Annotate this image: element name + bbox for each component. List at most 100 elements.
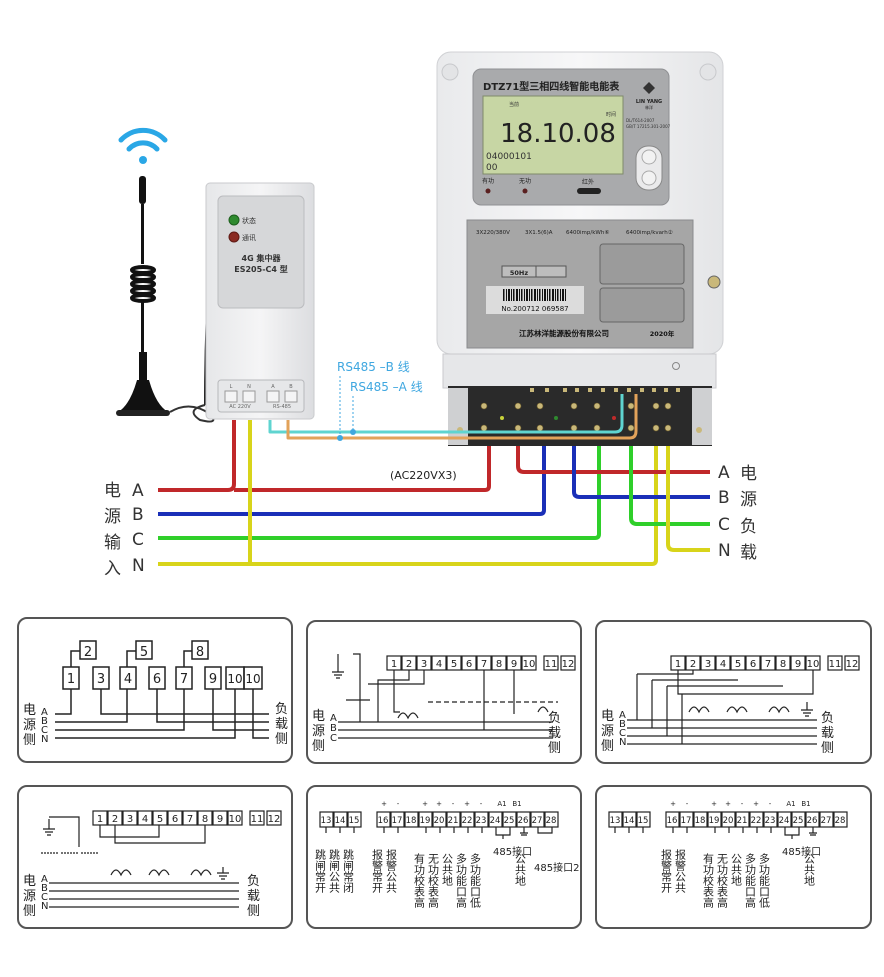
diagrams-4-terminals-7-text: 20	[434, 816, 445, 826]
load-side-phases-2-text: C	[718, 515, 730, 535]
diagrams-1-right-label-1-text: 载	[548, 726, 561, 741]
serial-number: No.200712 069587	[501, 305, 568, 313]
load-side-phases-0-text: A	[718, 463, 730, 483]
load-wire-b	[572, 446, 710, 499]
diagrams-1-right-label-2-text: 侧	[548, 741, 561, 756]
diagrams-5-descriptions-5-text-text: 多功能口高	[744, 852, 757, 909]
diagrams-3-terminals-9-text: 10	[229, 814, 242, 825]
terminal-B-label: B	[289, 384, 293, 390]
lcd-value: 18.10.08	[500, 119, 616, 149]
diagrams-4-terminals-0-text: 13	[321, 816, 332, 826]
load-side-label-chars-2-text: 负	[740, 517, 757, 537]
diagrams-4-terminals-6-text: 19	[420, 816, 431, 826]
diagrams-1-phases-1-text: B	[330, 723, 337, 734]
diagrams-2-left-label-0-text: 电	[601, 709, 614, 724]
diagrams-4-terminals-13-text: 26	[518, 816, 529, 826]
load-side-label-chars-1-text: 源	[740, 490, 757, 510]
diagrams-4-descriptions-12-text-text: 485接口2	[534, 861, 579, 874]
diagrams-3-terminals-1-text: 2	[112, 814, 118, 825]
lcd-right-label: 时间	[606, 111, 616, 118]
diagrams-2-right-label-0-text: 负	[821, 711, 834, 726]
diagrams-5-descriptions-6-text-text: 多功能口低	[758, 852, 771, 909]
diagrams-0-terminals-6-text: 7	[180, 672, 188, 687]
standard-1: DL/T614-2007	[626, 118, 655, 123]
diagrams-3-right-label-1-text: 载	[247, 889, 260, 904]
diagrams-4-signs-4-text: -	[452, 800, 455, 808]
diagrams-5-descriptions-0-text-text: 报警常开	[660, 848, 673, 894]
year: 2020年	[650, 329, 675, 338]
spec-const-active: 6400imp/kWh⑥	[566, 230, 609, 236]
diagrams-3-right-label-0-text: 负	[247, 874, 260, 889]
diagrams-1-left-label-2-text: 侧	[312, 739, 325, 754]
diagrams-0-phases-3-text: N	[41, 734, 48, 745]
load-side-label-chars-3-text: 载	[740, 543, 757, 563]
diagrams-3-terminals-3-text: 4	[142, 814, 148, 825]
diagrams-5-signs-6-text: -	[769, 800, 772, 808]
diagrams-1-phases-0-text: A	[330, 713, 337, 724]
spec-voltage: 3X220/380V	[476, 230, 510, 236]
diagrams-5-terminals-3-text: 16	[667, 816, 678, 826]
diagrams-2-phases-3-text: N	[619, 737, 626, 748]
standard-2: GB/T 17215.301-2007	[626, 124, 671, 129]
diagrams-0-phases-2-text: C	[41, 725, 48, 736]
diagrams-4-descriptions-6-text-text: 无功校表高	[427, 853, 440, 909]
diagrams-0-left-label-2-text: 侧	[23, 733, 36, 748]
diagrams-2-terminals-5-text: 6	[750, 659, 756, 670]
diagrams-5-terminals-4-text: 17	[681, 816, 692, 826]
diagrams-3-phases-0-text: A	[41, 874, 48, 885]
diagrams-4-terminals-10-text: 23	[476, 816, 487, 826]
diagrams-1-terminals-4-text: 5	[451, 659, 457, 670]
diagrams-5-terminals-1-text: 14	[624, 816, 635, 826]
diagrams-1-terminals-3-text: 4	[436, 659, 442, 670]
diagrams-4-terminals-4-text: 17	[392, 816, 403, 826]
diagram-three-phase-four-wire-ct: 1 2 3 4 5 6 7 8 9 10 11 12 电 源 侧 A B C N…	[595, 620, 872, 764]
diagrams-3-left-label-2-text: 侧	[23, 904, 36, 919]
diagrams-5-terminals-12-text: 25	[793, 816, 804, 826]
diagrams-5-descriptions-4-text-text: 公共地	[730, 853, 743, 886]
diagrams-4-signs-2-text: +	[422, 800, 428, 808]
diagrams-0-terminals-9-text: 10	[227, 672, 242, 686]
diagrams-1-terminals-8-text: 9	[511, 659, 517, 670]
diagrams-4-signs-3-text: +	[436, 800, 442, 808]
terminal-numbers: 1 2 3 4 5 6 7 8 9 10 11 12	[391, 659, 575, 670]
diagrams-3-terminals-2-text: 3	[127, 814, 133, 825]
concentrator-device: 状态 通讯 4G 集中器 ES205-C4 型 L N A B AC 220V …	[205, 182, 315, 420]
comm-label: 通讯	[242, 233, 256, 242]
reactive-led-icon	[522, 188, 528, 194]
rs485-label: RS-485	[273, 404, 291, 410]
diagrams-2-terminals-2-text: 3	[705, 659, 711, 670]
diagrams-4-descriptions-11-text-text: 公共地	[514, 853, 527, 886]
diagrams-5-signs-0-text: +	[670, 800, 676, 808]
diagrams-1-terminals-6-text: 7	[481, 659, 487, 670]
diagrams-4-terminals-1-text: 14	[335, 816, 346, 826]
diagrams-0-left-label-0-text: 电	[23, 703, 36, 718]
diagrams-5-terminals-0-text: 13	[610, 816, 621, 826]
diagrams-0-terminals-8-text: 9	[209, 672, 217, 687]
lcd-top-label: 当前	[509, 101, 519, 108]
diagrams-0-phases-1-text: B	[41, 716, 48, 727]
diagrams-3-phases-2-text: C	[41, 892, 48, 903]
terminal-A-label: A	[271, 384, 275, 390]
diagrams-5-signs-7-text: A1	[786, 800, 795, 808]
diagrams-3-terminals-0-text: 1	[97, 814, 103, 825]
brand-name-cn: 林洋	[645, 104, 653, 110]
concentrator-name: 4G 集中器	[242, 253, 282, 263]
aux-descriptions: 跳闸常开 跳闸公共 跳闸常闭 报警常开 报警公共 有功校表高 无功校表高 公共地…	[314, 845, 580, 909]
diagrams-5-descriptions-3-text-text: 无功校表高	[716, 853, 729, 909]
seal-screw-icon	[707, 275, 721, 289]
diagrams-4-terminals-12-text: 25	[504, 816, 515, 826]
diagrams-3-terminals-6-text: 7	[187, 814, 193, 825]
antenna-icon	[116, 176, 216, 423]
diagrams-0-terminals-2-text: 3	[97, 672, 105, 687]
diagrams-2-right-label-1-text: 载	[821, 726, 834, 741]
diagrams-2-terminals-0-text: 1	[675, 659, 681, 670]
diagrams-4-descriptions-4-text-text: 报警公共	[385, 848, 398, 894]
load-side-phases-1-text: B	[718, 488, 730, 508]
status-label: 状态	[242, 216, 256, 225]
diagrams-2-terminals-10-text: 11	[829, 659, 842, 670]
diagrams-5-terminals-14-text: 27	[821, 816, 832, 826]
diagrams-0-right-label-2-text: 侧	[275, 732, 288, 747]
diagrams-0-left-label-1-text: 源	[23, 718, 36, 733]
diagrams-1-phases-2-text: C	[330, 733, 337, 744]
active-led-icon	[485, 188, 491, 194]
